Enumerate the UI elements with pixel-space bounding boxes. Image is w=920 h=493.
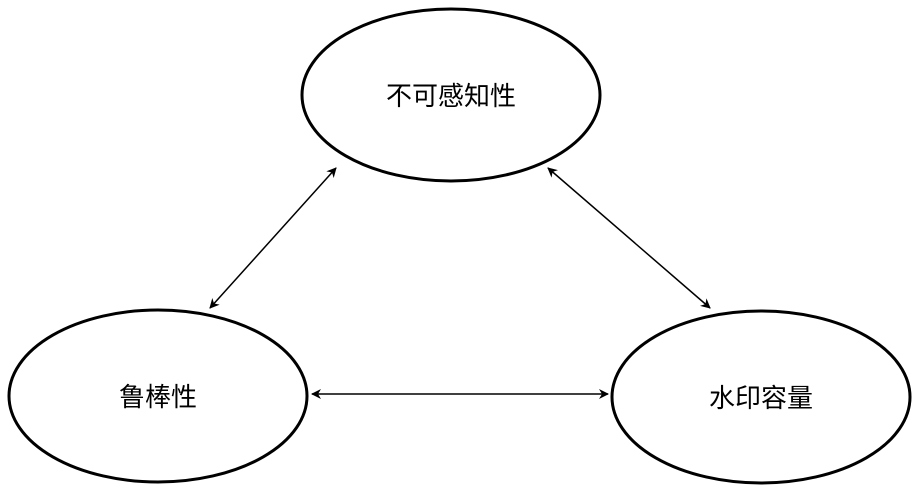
edge-imperceptibility-capacity (547, 167, 711, 309)
node-robustness-label: 鲁棒性 (119, 383, 197, 413)
node-capacity-label: 水印容量 (709, 384, 813, 414)
node-imperceptibility: 不可感知性 (300, 7, 602, 183)
node-imperceptibility-label: 不可感知性 (386, 82, 516, 112)
node-robustness: 鲁棒性 (7, 308, 309, 484)
node-imperceptibility-ellipse (300, 7, 602, 183)
node-capacity-ellipse (610, 309, 912, 485)
edge-imperceptibility-robustness (209, 167, 337, 309)
node-capacity: 水印容量 (610, 309, 912, 485)
node-robustness-ellipse (7, 308, 309, 484)
